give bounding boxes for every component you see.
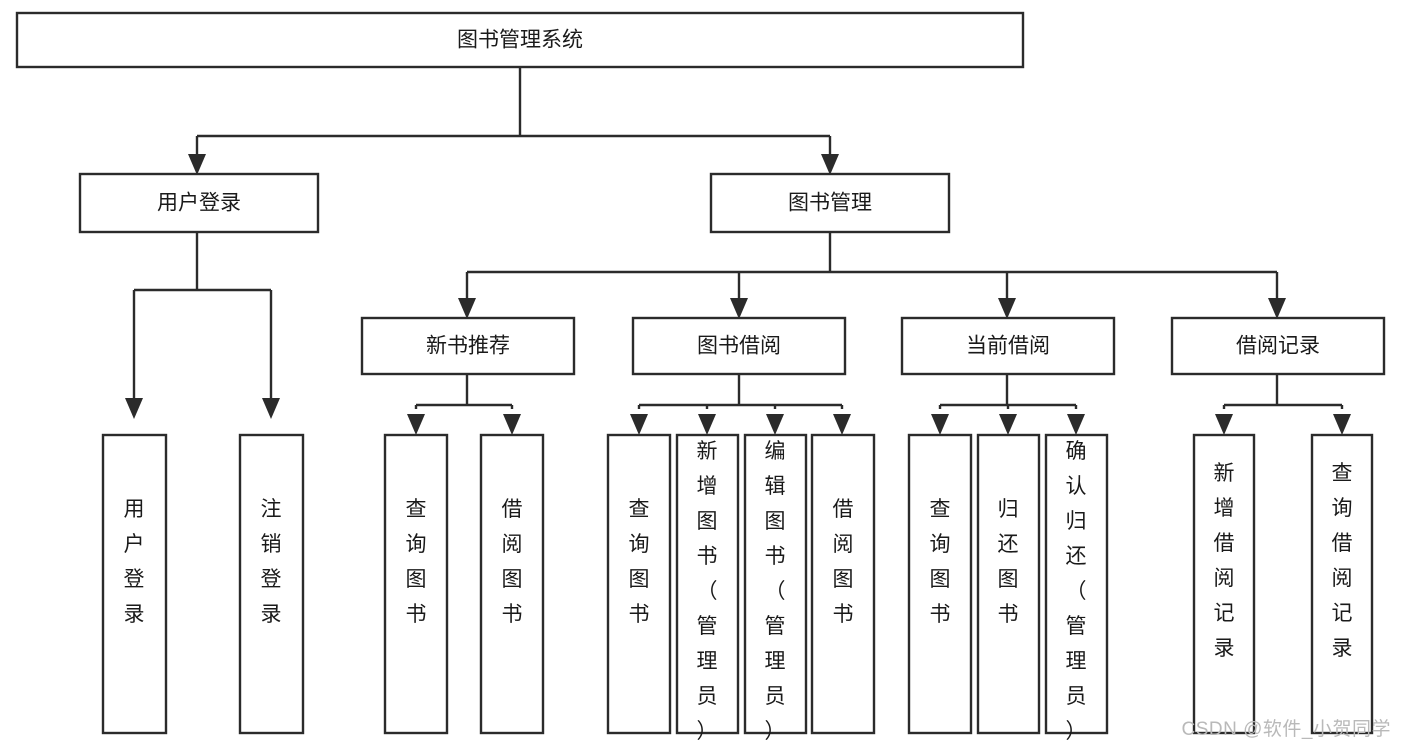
node-leaf-query-book-3[interactable]: 查询图书: [907, 433, 973, 735]
arrow-icon-to-leaf-borrow-book-2: [833, 414, 851, 435]
arrow-icon-to-leaf-add-record: [1215, 414, 1233, 435]
node-leaf-add-record-label: 新增借阅记录: [1214, 462, 1235, 660]
arrow-icon-to-leaf-borrow-book-1: [503, 414, 521, 435]
node-leaf-query-record-label: 查询借阅记录: [1332, 462, 1353, 660]
arrow-icon-to-leaf-query-book-1: [407, 414, 425, 435]
node-leaf-add-book-label: 新增图书（管理员）: [697, 440, 718, 743]
node-book-borrow[interactable]: 图书借阅: [631, 316, 847, 376]
node-leaf-borrow-book-2-box[interactable]: [810, 433, 876, 735]
node-book-manage-box[interactable]: [709, 172, 951, 234]
node-leaf-user-login-label: 用户登录: [124, 498, 145, 626]
node-new-book-rec[interactable]: 新书推荐: [360, 316, 576, 376]
node-book-manage-label: 图书管理: [788, 192, 872, 215]
node-new-book-rec-box[interactable]: [360, 316, 576, 376]
node-leaf-query-book-1-label: 查询图书: [406, 498, 427, 626]
node-book-borrow-box[interactable]: [631, 316, 847, 376]
arrow-icon-root-to-user-login: [188, 154, 206, 175]
node-user-login-box[interactable]: [78, 172, 320, 234]
arrow-icon-to-leaf-edit-book: [766, 414, 784, 435]
node-leaf-logout-label: 注销登录: [261, 498, 282, 626]
node-root-box[interactable]: [15, 11, 1025, 69]
node-root-label: 图书管理系统: [457, 29, 583, 52]
node-leaf-user-login[interactable]: 用户登录: [101, 433, 168, 735]
node-leaf-confirm-return[interactable]: 确认归还（管理员）: [1044, 433, 1109, 743]
node-leaf-edit-book-box[interactable]: [743, 433, 808, 735]
arrow-icon-to-leaf-query-book-2: [630, 414, 648, 435]
node-leaf-logout[interactable]: 注销登录: [238, 433, 305, 735]
node-leaf-query-record-box[interactable]: [1310, 433, 1374, 735]
node-borrow-record-box[interactable]: [1170, 316, 1386, 376]
connector-layer: [125, 67, 1351, 435]
node-new-book-rec-label: 新书推荐: [426, 335, 510, 358]
node-leaf-return-book-box[interactable]: [976, 433, 1041, 735]
arrow-icon-to-leaf-user-login: [125, 398, 143, 419]
node-leaf-query-book-1[interactable]: 查询图书: [383, 433, 449, 735]
node-user-login[interactable]: 用户登录: [78, 172, 320, 234]
node-book-manage[interactable]: 图书管理: [709, 172, 951, 234]
node-leaf-query-book-2-label: 查询图书: [629, 498, 650, 626]
node-leaf-query-book-3-box[interactable]: [907, 433, 973, 735]
node-leaf-query-book-1-box[interactable]: [383, 433, 449, 735]
arrow-icon-to-leaf-query-book-3: [931, 414, 949, 435]
node-root[interactable]: 图书管理系统: [15, 11, 1025, 69]
node-leaf-add-record[interactable]: 新增借阅记录: [1192, 433, 1256, 735]
arrow-icon-to-new-book-rec: [458, 298, 476, 319]
node-leaf-edit-book[interactable]: 编辑图书（管理员）: [743, 433, 808, 743]
arrow-icon-to-leaf-confirm-return: [1067, 414, 1085, 435]
node-leaf-borrow-book-2-label: 借阅图书: [833, 498, 854, 626]
arrow-icon-root-to-book-manage: [821, 154, 839, 175]
node-book-borrow-label: 图书借阅: [697, 335, 781, 358]
node-leaf-query-book-2-box[interactable]: [606, 433, 672, 735]
node-leaf-return-book-label: 归还图书: [998, 498, 1019, 626]
arrow-icon-to-leaf-return-book: [999, 414, 1017, 435]
node-leaf-query-book-3-label: 查询图书: [930, 498, 951, 626]
node-current-borrow-box[interactable]: [900, 316, 1116, 376]
node-leaf-confirm-return-box[interactable]: [1044, 433, 1109, 735]
node-leaf-add-record-box[interactable]: [1192, 433, 1256, 735]
node-current-borrow[interactable]: 当前借阅: [900, 316, 1116, 376]
node-leaf-add-book[interactable]: 新增图书（管理员）: [675, 433, 740, 743]
arrow-icon-to-current-borrow: [998, 298, 1016, 319]
arrow-icon-to-book-borrow: [730, 298, 748, 319]
node-leaf-confirm-return-label: 确认归还（管理员）: [1066, 440, 1087, 743]
node-user-login-label: 用户登录: [157, 192, 241, 215]
node-borrow-record[interactable]: 借阅记录: [1170, 316, 1386, 376]
arrow-icon-to-leaf-add-book: [698, 414, 716, 435]
node-leaf-borrow-book-1[interactable]: 借阅图书: [479, 433, 545, 735]
arrow-icon-to-leaf-logout: [262, 398, 280, 419]
node-leaf-edit-book-label: 编辑图书（管理员）: [765, 440, 786, 743]
node-leaf-return-book[interactable]: 归还图书: [976, 433, 1041, 735]
node-leaf-borrow-book-1-box[interactable]: [479, 433, 545, 735]
node-leaf-borrow-book-1-label: 借阅图书: [502, 498, 523, 626]
node-leaf-user-login-box[interactable]: [101, 433, 168, 735]
node-leaf-query-book-2[interactable]: 查询图书: [606, 433, 672, 735]
node-leaf-query-record[interactable]: 查询借阅记录: [1310, 433, 1374, 735]
arrow-icon-to-leaf-query-record: [1333, 414, 1351, 435]
node-leaf-borrow-book-2[interactable]: 借阅图书: [810, 433, 876, 735]
node-current-borrow-label: 当前借阅: [966, 335, 1050, 358]
node-leaf-add-book-box[interactable]: [675, 433, 740, 735]
node-borrow-record-label: 借阅记录: [1236, 335, 1320, 358]
node-leaf-logout-box[interactable]: [238, 433, 305, 735]
arrow-icon-to-borrow-record: [1268, 298, 1286, 319]
